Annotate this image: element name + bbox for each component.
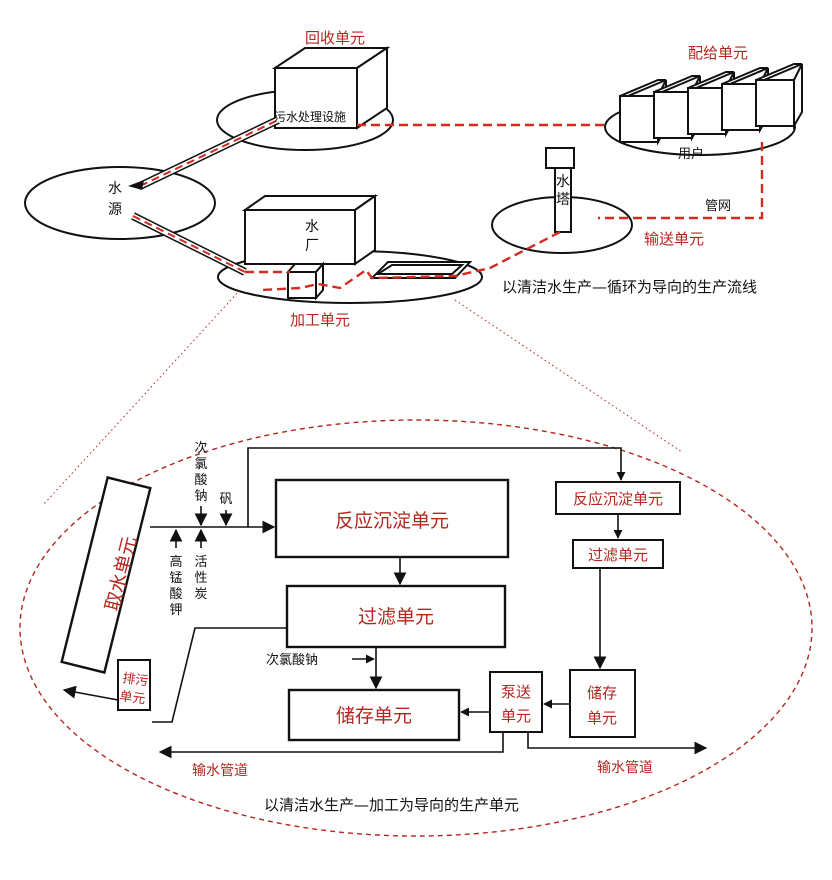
drain-unit-label-1: 排污 [121, 671, 149, 689]
carbon-label-3: 炭 [194, 587, 207, 602]
conveying-unit-label: 输送单元 [644, 230, 704, 248]
drain-unit-box [117, 659, 151, 711]
sewage-plant-label: 污水处理设施 [274, 110, 346, 124]
naclo-top-label-4: 钠 [194, 489, 207, 504]
storage-side-label-1: 储存 [587, 684, 617, 702]
pipe-left-label: 输水管道 [192, 763, 248, 779]
pipe-right-label: 输水管道 [597, 760, 653, 776]
processing-caption: 以清洁水生产—加工为导向的生产单元 [264, 796, 519, 814]
reaction-side-box [555, 481, 681, 515]
carbon-label-2: 性 [194, 571, 207, 586]
user-buildings [619, 63, 803, 146]
circulation-flow [24, 46, 803, 304]
alum-label: 矾 [219, 492, 232, 507]
reaction-side-label: 反应沉淀单元 [573, 490, 663, 508]
storage-main-box [287, 688, 461, 742]
storage-side-label-2: 单元 [587, 709, 617, 727]
water-source-label-1: 水 [108, 181, 122, 197]
water-plant-label-1: 水 [305, 219, 319, 235]
naclo-top-label-3: 酸 [194, 473, 207, 488]
kmno4-label-2: 锰 [169, 571, 182, 586]
filter-side-label: 过滤单元 [588, 546, 648, 564]
processing-unit-label: 加工单元 [290, 311, 350, 329]
pump-unit-label-2: 单元 [501, 707, 531, 725]
water-source-label-2: 源 [108, 202, 122, 218]
circulation-caption: 以清洁水生产—循环为导向的生产流线 [502, 278, 757, 296]
filter-main-label: 过滤单元 [358, 606, 434, 628]
filter-main-box [285, 584, 507, 649]
pump-unit-label-1: 泵送 [501, 683, 531, 701]
zoom-guide-lines [43, 289, 683, 505]
filter-side-box [572, 539, 664, 569]
water-source-ellipse [24, 166, 216, 240]
distribution-unit-label: 配给单元 [688, 44, 748, 62]
pipe-network-label: 管网 [705, 199, 731, 214]
water-plant-building [241, 194, 473, 301]
naclo-mid-label: 次氯酸钠 [266, 652, 318, 668]
reaction-main-box [274, 478, 510, 559]
water-plant-label-2: 厂 [305, 238, 319, 254]
reaction-main-label: 反应沉淀单元 [335, 510, 449, 532]
storage-main-label: 储存单元 [336, 705, 412, 727]
water-tower-label-1: 水 [556, 174, 570, 190]
source-pipes [128, 116, 280, 276]
process-connectors [62, 447, 708, 759]
drain-unit-label-2: 单元 [118, 689, 146, 707]
water-tower-label-2: 塔 [556, 192, 570, 208]
kmno4-label-3: 酸 [169, 587, 182, 602]
kmno4-label-4: 钾 [169, 603, 182, 618]
intake-unit-box [60, 476, 152, 674]
naclo-top-label-1: 次 [194, 440, 207, 456]
source-arrowhead [128, 180, 144, 190]
user-label: 用户 [678, 146, 704, 162]
water-tower [545, 147, 575, 233]
sewage-plant-building [271, 46, 391, 130]
pump-unit-box [489, 671, 543, 733]
recycle-unit-label: 回收单元 [305, 29, 365, 47]
carbon-label-1: 活 [194, 555, 207, 570]
circulation-red-pipes [245, 123, 764, 292]
kmno4-label-1: 高 [169, 554, 182, 570]
processing-unit-ellipse [19, 419, 813, 837]
naclo-top-label-2: 氯 [194, 457, 207, 472]
